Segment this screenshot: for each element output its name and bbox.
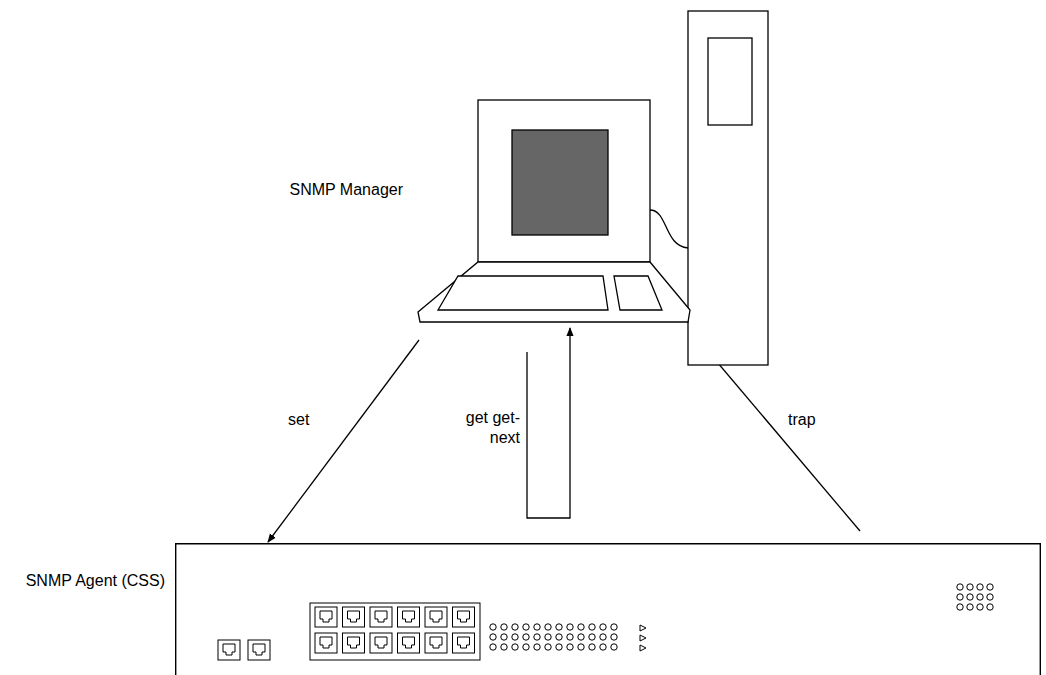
snmp-agent: SNMP Agent (CSS) — [175, 543, 1041, 675]
operation-label: get get-next — [446, 408, 522, 448]
message-arrow — [268, 340, 419, 542]
manager-label: SNMP Manager — [233, 180, 403, 200]
computer-illustration — [418, 10, 770, 366]
operation-label: set — [286, 410, 330, 430]
switch-illustration — [175, 543, 1041, 675]
operation-label: trap — [786, 410, 830, 430]
snmp-manager: SNMP Manager — [418, 10, 770, 366]
message-arrow — [527, 328, 570, 518]
agent-label: SNMP Agent (CSS) — [0, 571, 165, 591]
